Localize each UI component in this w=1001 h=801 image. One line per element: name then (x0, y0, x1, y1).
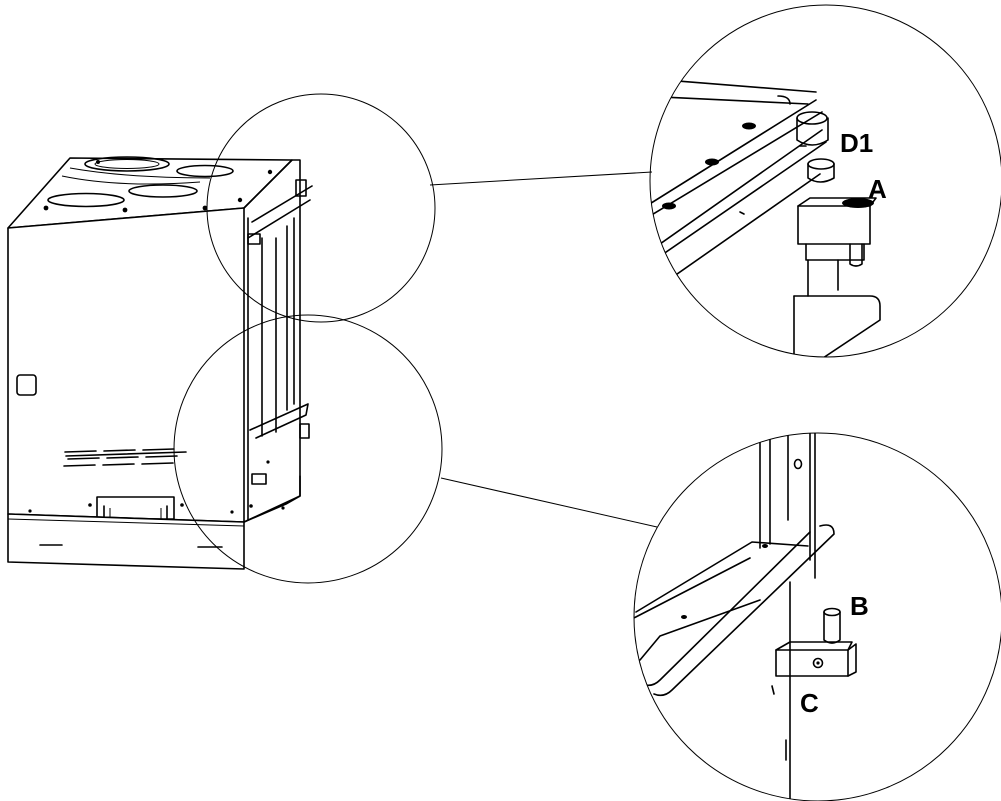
callout-circle-upper (206, 93, 436, 323)
label-d1: D1 (840, 128, 873, 158)
label-b: B (850, 591, 869, 621)
label-c: C (800, 688, 819, 718)
unit-drawing (7, 156, 313, 570)
detail-view-bottom (633, 432, 1001, 801)
callout-circle-lower (173, 314, 443, 584)
label-a: A (868, 174, 887, 204)
leader-line-lower (440, 477, 658, 528)
detail-view-top (649, 4, 1001, 358)
leader-line-upper (429, 171, 653, 186)
